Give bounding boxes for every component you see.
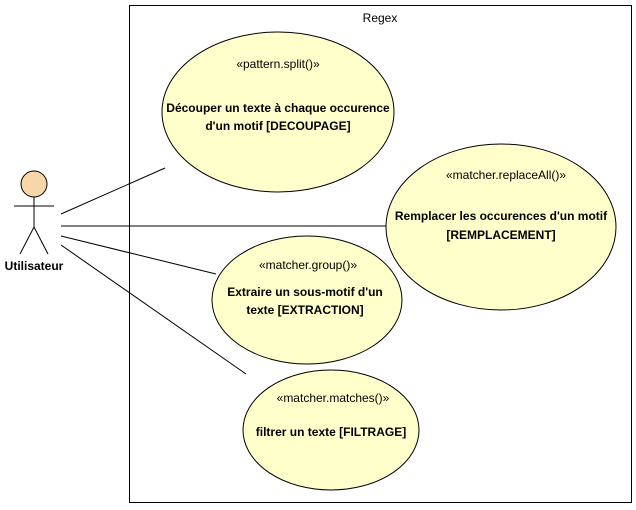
use-case-extraction: «matcher.group()» Extraire un sous-motif… [211,235,403,365]
use-case-decoupage-ellipse [161,31,395,193]
actor-label: Utilisateur [5,259,64,273]
actor-left-leg [19,226,35,255]
actor-right-leg [33,226,49,255]
system-boundary-title: Regex [363,11,398,25]
use-case-filtrage: «matcher.matches()» filtrer un texte [FI… [242,369,420,491]
use-case-remplacement-line2: [REMPLACEMENT] [446,228,555,242]
use-case-filtrage-stereotype: «matcher.matches()» [277,391,390,405]
use-case-remplacement-ellipse [385,143,617,311]
use-case-decoupage-line1: Découper un texte à chaque occurence [166,101,390,115]
actor-head [20,170,48,198]
use-case-extraction-line2: texte [EXTRACTION] [246,303,363,317]
association-filtrage [60,244,247,375]
use-case-remplacement-line1: Remplacer les occurences d'un motif [395,209,608,223]
association-decoupage [60,167,166,215]
associations [60,167,388,375]
use-case-extraction-ellipse [211,235,403,365]
use-case-extraction-line1: Extraire un sous-motif d'un [227,285,383,299]
association-extraction [60,235,217,275]
actor-utilisateur: Utilisateur [5,170,64,273]
use-case-remplacement-stereotype: «matcher.replaceAll()» [446,168,566,182]
use-case-remplacement: «matcher.replaceAll()» Remplacer les occ… [385,143,617,311]
use-case-decoupage: «pattern.split()» Découper un texte à ch… [161,31,395,193]
use-case-extraction-stereotype: «matcher.group()» [259,258,357,272]
use-case-decoupage-line2: d'un motif [DECOUPAGE] [205,119,350,133]
use-case-decoupage-stereotype: «pattern.split()» [236,57,320,71]
use-case-filtrage-line1: filtrer un texte [FILTRAGE] [256,425,406,439]
use-case-filtrage-ellipse [242,369,420,491]
